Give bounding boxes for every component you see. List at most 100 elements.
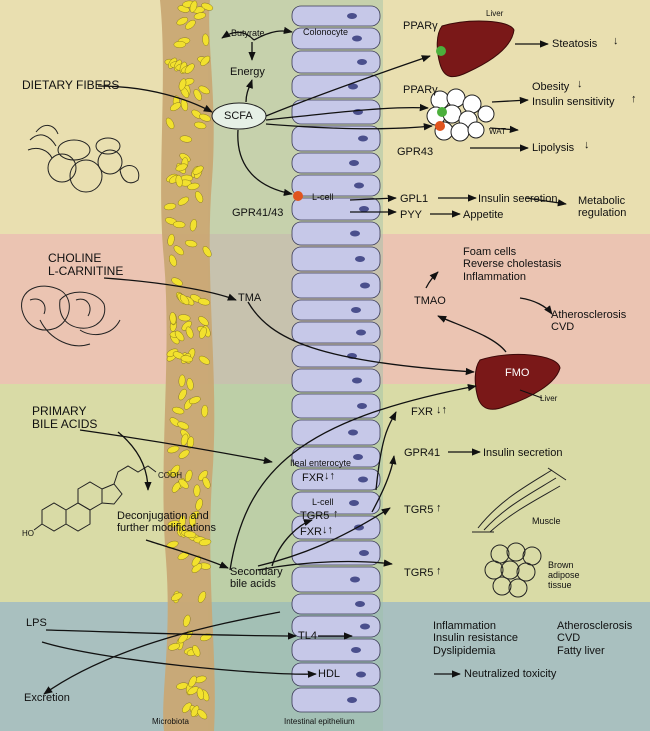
epithelial-cell-column xyxy=(291,5,381,713)
bacterium xyxy=(193,12,206,20)
bacterium xyxy=(195,498,203,511)
tgr5-brown-up-icon: ↑ xyxy=(436,565,442,577)
neutralized-toxicity-label: Neutralized toxicity xyxy=(464,668,557,680)
bacterium xyxy=(197,709,208,720)
cell-nucleus xyxy=(348,83,358,90)
insulin-secretion-1-label: Insulin secretion xyxy=(478,193,558,205)
tgr5-muscle-up-icon: ↑ xyxy=(436,502,442,514)
cell-nucleus xyxy=(358,135,368,142)
bacterium xyxy=(198,316,209,326)
butyrate-label: Butyrate xyxy=(231,28,265,38)
bacterium xyxy=(169,102,182,112)
bacterium xyxy=(198,85,210,95)
epithelial-cell xyxy=(291,368,381,393)
bacterium xyxy=(169,312,177,325)
wat-adipocytes-icon xyxy=(426,88,495,142)
epithelial-cell xyxy=(291,344,381,368)
hdl-label: HDL xyxy=(318,668,341,680)
epithelial-cell xyxy=(291,272,381,299)
fxr-cell2-label: FXR xyxy=(300,526,322,538)
bacterium xyxy=(202,33,210,46)
deconjugation-label: Deconjugation and further modifications xyxy=(117,510,217,535)
bacterium xyxy=(198,538,212,546)
tmao-label: TMAO xyxy=(414,295,446,307)
cell-nucleus xyxy=(350,576,360,583)
epithelial-cell xyxy=(291,615,381,638)
bacterium xyxy=(175,163,188,172)
colonocyte-label: Colonocyte xyxy=(303,27,349,37)
liver-top-label: Liver xyxy=(486,9,504,18)
tl4-effects-label: Inflammation Insulin resistance Dyslipid… xyxy=(433,620,518,657)
cell-nucleus xyxy=(356,671,366,678)
gpr4143-label: GPR41/43 xyxy=(232,207,284,219)
cell-nucleus xyxy=(351,307,361,313)
fxr-right-updown-icon: ↓↑ xyxy=(436,404,447,416)
cell-nucleus xyxy=(360,282,370,289)
bacterium xyxy=(173,221,186,229)
bacterium xyxy=(183,614,191,627)
bacterium xyxy=(174,330,185,342)
bacterium xyxy=(197,591,207,603)
epithelial-cell xyxy=(291,125,381,152)
epithelial-cell xyxy=(291,468,381,491)
bacterium xyxy=(197,298,211,306)
atherosclerosis-cvd-label: Atherosclerosis CVD xyxy=(551,309,627,334)
epithelial-cell xyxy=(291,221,381,246)
epithelial-cell xyxy=(291,687,381,713)
bacterium xyxy=(173,245,184,256)
metabolic-regulation-label: Metabolic regulation xyxy=(578,195,627,220)
bacterium xyxy=(198,355,210,365)
bacterium xyxy=(201,2,214,11)
epithelial-cell xyxy=(291,593,381,615)
gpl1-label: GPL1 xyxy=(400,193,429,205)
bacterium xyxy=(185,326,194,339)
cell-nucleus xyxy=(357,403,367,409)
scfa-label: SCFA xyxy=(224,110,253,122)
epithelial-cell xyxy=(291,419,381,446)
insulin-sensitivity-label: Insulin sensitivity xyxy=(532,96,615,108)
tgr5-muscle-label: TGR5 xyxy=(404,504,434,516)
steatosis-down-icon: ↓ xyxy=(613,35,619,47)
bacterium xyxy=(184,63,195,74)
cell-nucleus xyxy=(348,429,358,436)
epithelial-cell xyxy=(291,5,381,27)
obesity-label: Obesity xyxy=(532,81,570,93)
lcell-top-label: L-cell xyxy=(312,192,334,202)
bacterium xyxy=(188,675,197,688)
energy-label: Energy xyxy=(230,66,265,78)
lps-label: LPS xyxy=(26,617,47,629)
bacterium xyxy=(187,436,194,449)
ppargamma-liver-label: PPARγ xyxy=(403,20,438,32)
bacterium xyxy=(201,404,209,418)
vegetables-icon xyxy=(27,125,140,193)
bacterium xyxy=(169,254,177,267)
bacterium xyxy=(178,449,190,459)
muscle-label: Muscle xyxy=(532,516,561,526)
wat-label: WAT xyxy=(489,127,506,136)
fxr-cell-updown-icon: ↓↑ xyxy=(324,470,335,482)
ppargamma-receptor-wat xyxy=(437,107,447,117)
bacterium xyxy=(177,196,189,206)
cell-nucleus xyxy=(353,454,363,460)
cell-nucleus xyxy=(352,35,362,42)
bacterium xyxy=(165,117,175,130)
microbiota-label: Microbiota xyxy=(152,717,189,726)
bacterium xyxy=(167,445,180,454)
tl4-diseases-label: Atherosclerosis CVD Fatty liver xyxy=(557,620,633,657)
bacterium xyxy=(193,89,202,101)
secondary-bile-acids-label: Secondary bile acids xyxy=(230,566,283,591)
insulin-secretion-2-label: Insulin secretion xyxy=(483,447,563,459)
bacterium xyxy=(178,478,189,489)
epithelial-cell xyxy=(291,638,381,662)
cell-nucleus xyxy=(352,377,362,384)
tma-label: TMA xyxy=(238,292,262,304)
cell-nucleus xyxy=(355,601,365,607)
cooh-label: COOH xyxy=(158,471,182,480)
bacterium xyxy=(171,592,183,601)
bacterium xyxy=(191,555,201,567)
bacterium xyxy=(194,121,207,129)
bacterium xyxy=(186,378,194,391)
bacterium xyxy=(176,17,189,26)
bacterium xyxy=(178,388,187,401)
